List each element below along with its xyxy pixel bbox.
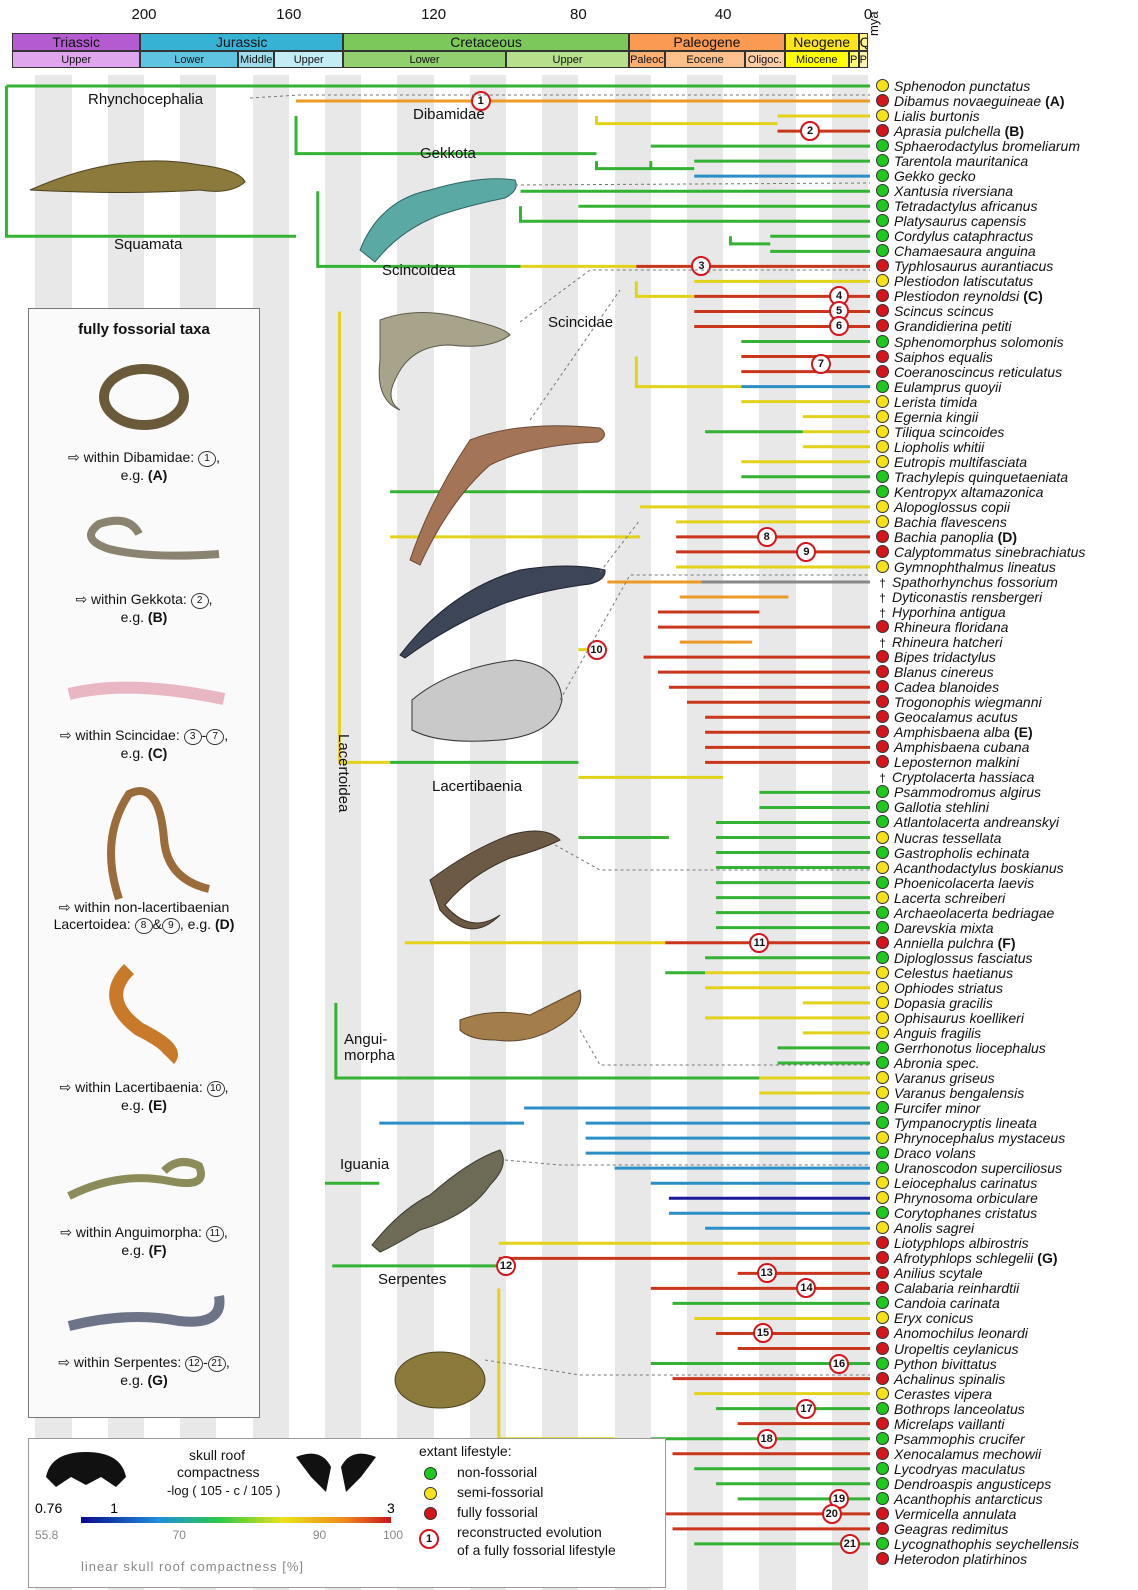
- semi-fossorial-label: semi-fossorial: [457, 1484, 543, 1500]
- snake-picture: [59, 1281, 239, 1341]
- skull-illustration: [412, 660, 562, 741]
- scale-title-2: compactness: [177, 1464, 259, 1480]
- entry-eg: e.g.: [121, 467, 148, 483]
- entry-prefix: ⇨ within Gekkota:: [75, 591, 190, 607]
- iguanian-illustration: [372, 1150, 503, 1252]
- open-skull-icon: [291, 1447, 381, 1497]
- entry-suffix: , e.g.: [180, 916, 215, 932]
- lizard-illustration: [400, 566, 605, 658]
- colorbar-bottom-tick: 90: [313, 1528, 327, 1542]
- fully-fossorial-label: fully fossorial: [457, 1504, 538, 1520]
- entry-eg: e.g.: [120, 1372, 147, 1388]
- event-number: 9: [162, 918, 180, 934]
- lifestyle-title: extant lifestyle:: [419, 1443, 512, 1459]
- fossorial-group-entry: ⇨ within Scincidae: 3-7,e.g. (C): [29, 727, 259, 762]
- fossorial-group-entry: ⇨ within Gekkota: 2, e.g. (B): [29, 591, 259, 626]
- entry-prefix: ⇨ within Lacertibaenia:: [59, 1079, 206, 1095]
- colorbar-top-tick: 1: [110, 1500, 118, 1516]
- entry-prefix: ⇨ within Scincidae:: [60, 727, 184, 743]
- fossorial-group-entry: ⇨ within Serpentes: 12-21,e.g. (G): [29, 1354, 259, 1389]
- colorbar-bottom-tick: 70: [173, 1528, 187, 1542]
- entry-suffix: ,: [216, 449, 220, 465]
- event-number: 7: [206, 729, 224, 745]
- fossorial-group-entry: ⇨ within Dibamidae: 1, e.g. (A): [29, 449, 259, 484]
- event-number: 21: [208, 1356, 226, 1372]
- entry-letter: (C): [148, 745, 167, 761]
- tuatara-illustration: [30, 161, 245, 193]
- compact-skull-icon: [41, 1447, 131, 1492]
- event-number: 8: [135, 918, 153, 934]
- entry-letter: (F): [149, 1242, 167, 1258]
- entry-letter: (A): [148, 467, 167, 483]
- event-number: 3: [184, 729, 202, 745]
- non-fossorial-dot: [424, 1467, 437, 1480]
- anniella-picture: [59, 1151, 229, 1211]
- fossorial-taxa-panel: fully fossorial taxa ⇨ within Dibamidae:…: [28, 308, 260, 1418]
- entry-prefix: ⇨ within Anguimorpha:: [60, 1224, 206, 1240]
- python-illustration: [395, 1352, 485, 1408]
- entry-prefix: ⇨ within Serpentes:: [58, 1354, 185, 1370]
- entry-eg: e.g.: [121, 1242, 148, 1258]
- fully-fossorial-dot: [424, 1507, 437, 1520]
- event-number: 11: [206, 1226, 224, 1242]
- gymnophthalmid-picture: [89, 779, 219, 909]
- entry-prefix: ⇨ within Dibamidae:: [68, 449, 198, 465]
- entry-line-0: ⇨ within non-lacertibaenian: [59, 899, 230, 915]
- entry-letter: (B): [148, 609, 167, 625]
- colorbar-gradient: [81, 1517, 391, 1523]
- fossorial-group-entry: ⇨ within Anguimorpha: 11, e.g. (F): [29, 1224, 259, 1259]
- reconstruction-label-1: reconstructed evolution: [457, 1524, 602, 1540]
- fossorial-group-entry: ⇨ within non-lacertibaenianLacertoidea: …: [29, 899, 259, 934]
- lacertid-illustration: [430, 831, 560, 929]
- entry-eg: e.g.: [121, 609, 148, 625]
- entry-letter: (D): [215, 916, 234, 932]
- gecko-illustration: [360, 179, 516, 262]
- event-number: 10: [207, 1081, 225, 1097]
- colorbar-top-tick: 0.76: [35, 1500, 62, 1516]
- entry-letter: (E): [148, 1097, 167, 1113]
- legend: skull roof compactness -log ( 105 - c / …: [28, 1438, 666, 1588]
- semi-fossorial-dot: [424, 1487, 437, 1500]
- panel-title: fully fossorial taxa: [29, 321, 259, 338]
- girdled-lizard-illustration: [379, 313, 510, 411]
- entry-eg: e.g.: [121, 1097, 148, 1113]
- scale-title-1: skull roof: [189, 1447, 245, 1463]
- entry-letter: (G): [148, 1372, 168, 1388]
- colorbar-bottom-tick: 100: [383, 1528, 403, 1542]
- entry-suffix: ,: [225, 1079, 229, 1095]
- amphisbaenian-picture: [89, 959, 209, 1069]
- entry-prefix: Lacertoidea:: [54, 916, 135, 932]
- event-number: 1: [198, 451, 216, 467]
- pygopod-picture: [59, 504, 229, 574]
- colorbar-bottom-tick: 55.8: [35, 1528, 59, 1542]
- reconstruction-label-2: of a fully fossorial lifestyle: [457, 1542, 616, 1558]
- fossorial-group-entry: ⇨ within Lacertibaenia: 10, e.g. (E): [29, 1079, 259, 1114]
- anguid-illustration: [460, 990, 581, 1041]
- entry-separator: &: [153, 916, 162, 932]
- skink-pink-picture: [59, 669, 229, 719]
- entry-suffix: ,: [209, 591, 213, 607]
- entry-eg: e.g.: [121, 745, 148, 761]
- reconstruction-marker: 1: [419, 1529, 439, 1549]
- non-fossorial-label: non-fossorial: [457, 1464, 537, 1480]
- entry-suffix: ,: [224, 1224, 228, 1240]
- skink-illustration: [410, 426, 605, 565]
- scale-formula: -log ( 105 - c / 105 ): [167, 1483, 280, 1498]
- illustration-leader-lines: [250, 95, 870, 1375]
- entry-suffix: ,: [224, 727, 228, 743]
- colorbar-top-tick: 3: [387, 1500, 395, 1516]
- colorbar-axis-label: linear skull roof compactness [%]: [81, 1559, 304, 1574]
- event-number: 2: [191, 593, 209, 609]
- event-number: 12: [185, 1356, 203, 1372]
- dibamid-picture: [89, 357, 199, 437]
- entry-suffix: ,: [226, 1354, 230, 1370]
